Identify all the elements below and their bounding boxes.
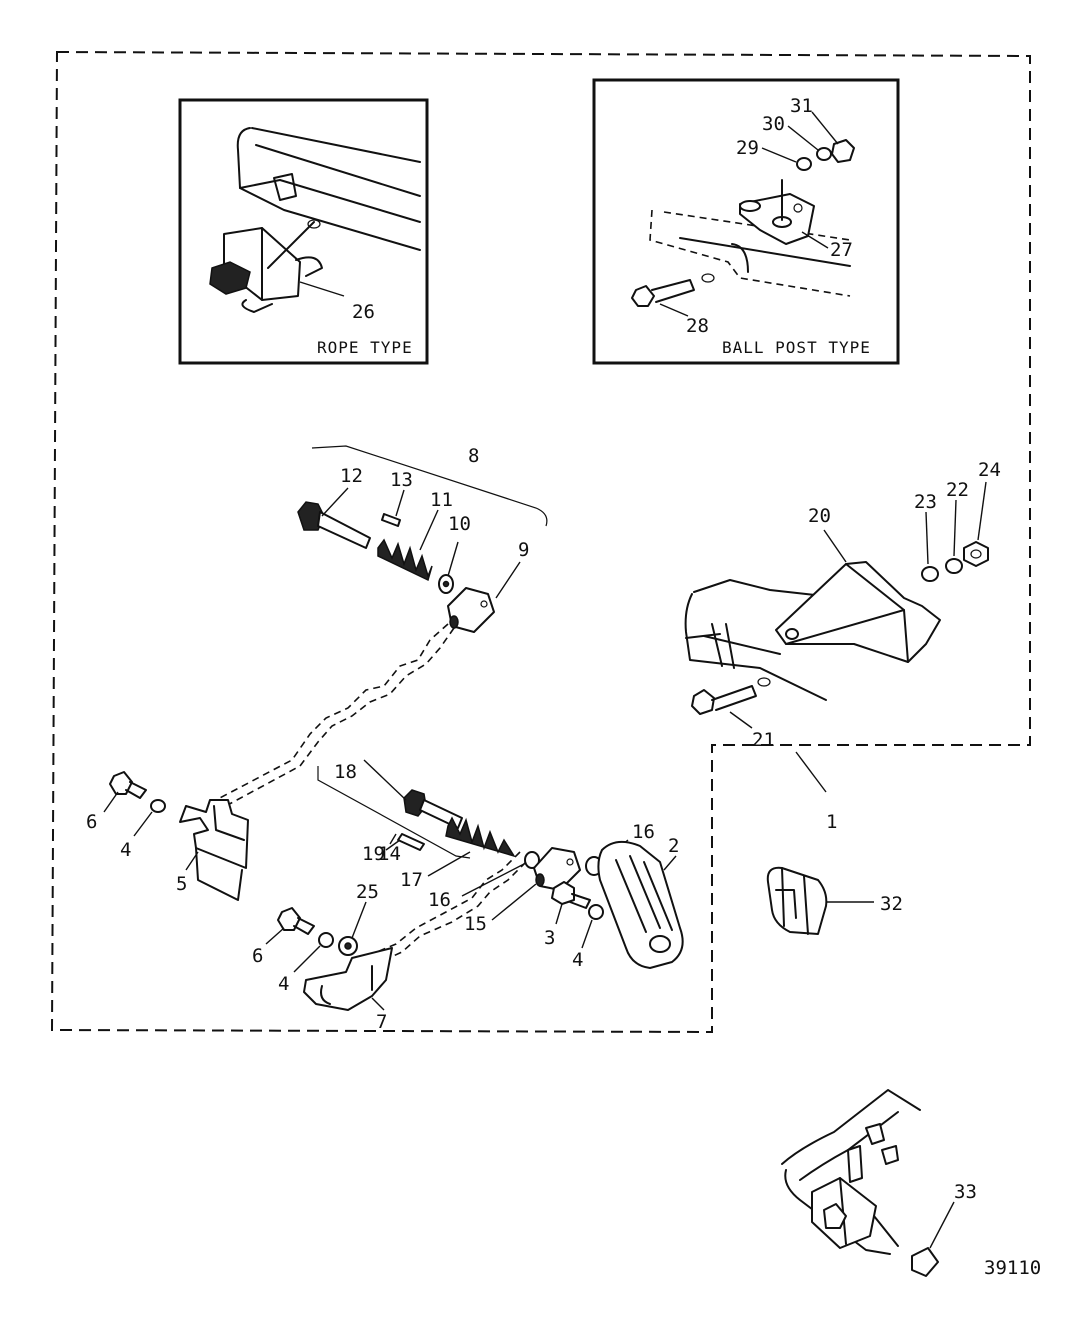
rope-type-caption: ROPE TYPE	[317, 338, 413, 357]
callout-16-right: 16	[632, 821, 655, 843]
callout-29: 29	[736, 137, 759, 159]
callout-26: 26	[352, 301, 375, 323]
callout-28: 28	[686, 315, 709, 337]
callout-8: 8	[468, 445, 479, 467]
callout-24: 24	[978, 459, 1001, 481]
callout-13: 13	[390, 469, 413, 491]
callout-6-upper: 6	[86, 811, 97, 833]
callout-22: 22	[946, 479, 969, 501]
callout-27: 27	[830, 239, 853, 261]
callout-5: 5	[176, 873, 187, 895]
kit-boundary	[50, 50, 1031, 1034]
callout-23: 23	[914, 491, 937, 513]
figure-number: 39110	[984, 1257, 1041, 1279]
part-32: 32	[766, 866, 903, 935]
callout-7: 7	[376, 1011, 387, 1033]
upper-linkage-rod	[215, 623, 455, 809]
ball-post-type-inset: 29 30 31 27 28 BALL POST TYPE	[592, 78, 900, 365]
callout-20: 20	[808, 505, 831, 527]
callout-11: 11	[430, 489, 453, 511]
callout-21: 21	[752, 729, 775, 751]
callout-16-left: 16	[428, 889, 451, 911]
callout-10: 10	[448, 513, 471, 535]
callout-25: 25	[356, 881, 379, 903]
callout-17: 17	[400, 869, 423, 891]
callout-4-right: 4	[572, 949, 583, 971]
bracket-7-group: 6 4 25 7	[252, 881, 393, 1033]
callout-14: 14	[378, 843, 401, 865]
callout-9: 9	[518, 539, 529, 561]
callout-1: 1	[826, 811, 837, 833]
callout-19: 19	[362, 843, 385, 865]
tiller-handle-group: 2 3 4	[544, 835, 684, 971]
callout-4-left: 4	[120, 839, 131, 861]
callout-15: 15	[464, 913, 487, 935]
callout-3: 3	[544, 927, 555, 949]
callout-30: 30	[762, 113, 785, 135]
callout-12: 12	[340, 465, 363, 487]
ball-post-type-caption: BALL POST TYPE	[722, 338, 871, 357]
bracket-20-assembly: 20 23 22 24 21	[684, 459, 1001, 751]
callout-33: 33	[954, 1181, 977, 1203]
part-33-detail: 33	[781, 1089, 977, 1277]
rope-type-inset: 26 ROPE TYPE	[178, 98, 429, 365]
callout-31: 31	[790, 95, 813, 117]
callout-4-lower: 4	[278, 973, 289, 995]
callout-18: 18	[334, 761, 357, 783]
lower-link-assembly: 14 18 19 17 16 15 16	[317, 759, 655, 935]
callout-6-lower: 6	[252, 945, 263, 967]
bracket-5-group: 6 4 5	[86, 771, 249, 901]
lower-linkage-rod	[371, 851, 527, 965]
callout-32: 32	[880, 893, 903, 915]
callout-2: 2	[668, 835, 679, 857]
upper-link-assembly: 8 12 13 11 10 9	[297, 445, 548, 633]
